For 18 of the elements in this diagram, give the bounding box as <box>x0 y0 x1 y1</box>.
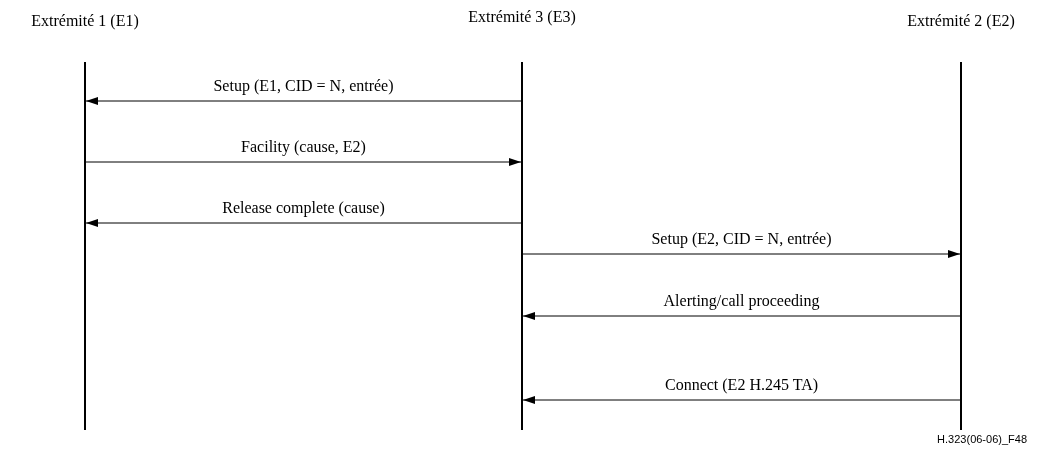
arrow <box>522 312 961 320</box>
arrow <box>522 250 961 258</box>
lifeline <box>960 62 962 430</box>
lifeline-heading: Extrémité 1 (E1) <box>31 12 139 30</box>
edge-label: Setup (E2, CID = N, entrée) <box>649 230 834 248</box>
arrow <box>85 97 522 105</box>
arrow <box>85 158 522 166</box>
lifeline-heading: Extrémité 2 (E2) <box>907 12 1015 30</box>
edge-label: Connect (E2 H.245 TA) <box>662 376 821 394</box>
lifeline <box>521 62 523 430</box>
arrow <box>85 219 522 227</box>
lifeline-heading: Extrémité 3 (E3) <box>468 8 576 26</box>
edge-label: Alerting/call proceeding <box>661 292 822 310</box>
lifeline <box>84 62 86 430</box>
arrow <box>522 396 961 404</box>
edge-label: Setup (E1, CID = N, entrée) <box>211 77 396 95</box>
edge-label: Facility (cause, E2) <box>239 138 368 156</box>
edge-label: Release complete (cause) <box>220 199 387 217</box>
